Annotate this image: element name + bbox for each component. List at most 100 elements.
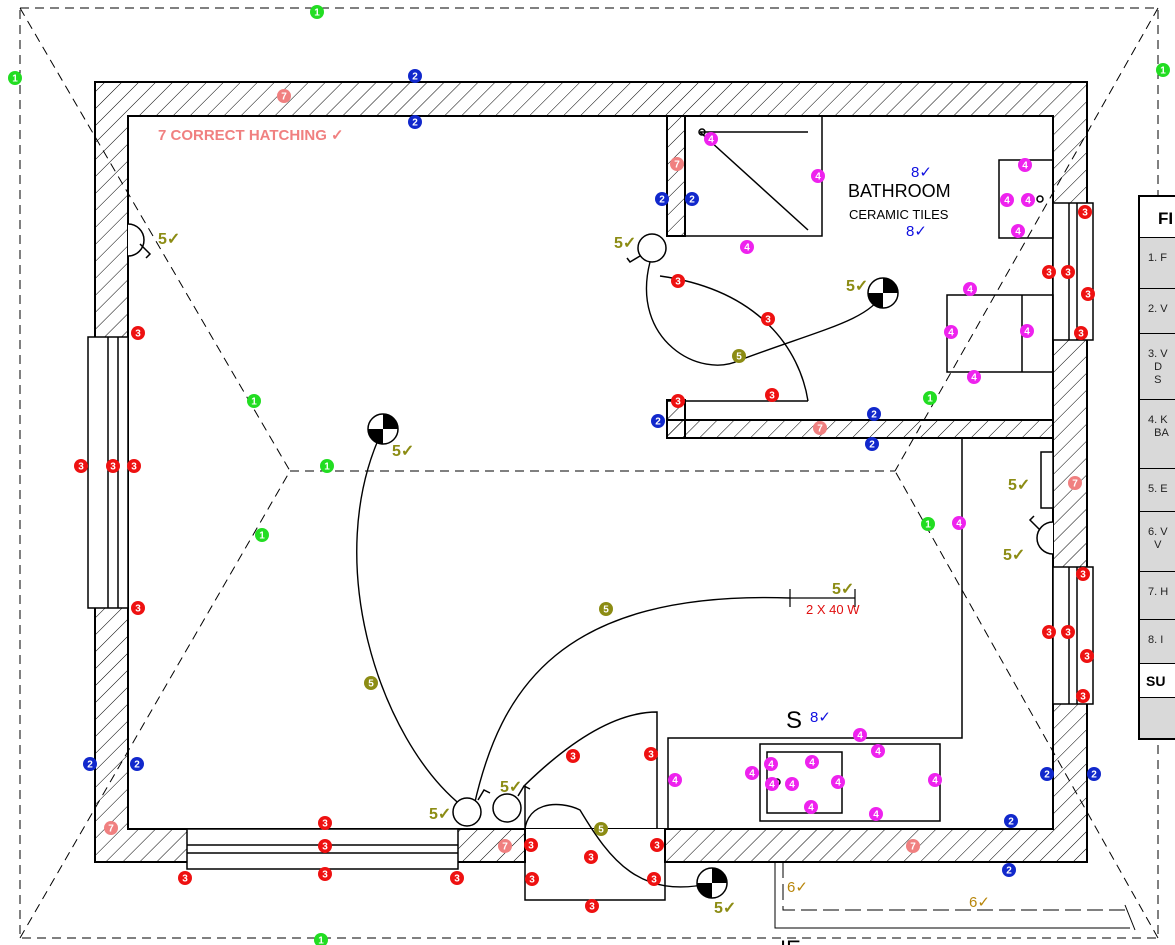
svg-text:3: 3 <box>570 752 576 763</box>
svg-text:4: 4 <box>1015 227 1021 238</box>
score-marker-2: 2 <box>867 407 881 421</box>
svg-text:2: 2 <box>87 760 93 771</box>
score-marker-3: 3 <box>584 850 598 864</box>
score-marker-7: 7 <box>670 157 684 171</box>
svg-text:2: 2 <box>869 440 875 451</box>
score-5-mark: 5✓ <box>1003 547 1025 564</box>
lamp-rating: 2 X 40 W <box>806 602 860 617</box>
svg-text:7: 7 <box>281 92 287 103</box>
rubric-row: 3. V D S <box>1140 333 1175 399</box>
svg-text:7: 7 <box>910 842 916 853</box>
score-5-mark: 5✓ <box>158 231 180 248</box>
bathroom-wall-vertical <box>666 115 686 237</box>
svg-text:4: 4 <box>672 776 678 787</box>
hatching-note: 7 CORRECT HATCHING ✓ <box>158 127 344 144</box>
score-marker-7: 7 <box>906 839 920 853</box>
score-5-mark: 5✓ <box>846 278 868 295</box>
rubric-row: 6. V V <box>1140 511 1175 571</box>
score-marker-4: 4 <box>1020 324 1034 338</box>
score-marker-4: 4 <box>944 325 958 339</box>
score-8-title: 8✓ <box>911 164 932 181</box>
score-8-stove: 8✓ <box>810 709 831 726</box>
room-finish-bathroom: CERAMIC TILES <box>849 207 949 222</box>
svg-text:2: 2 <box>1006 866 1012 877</box>
svg-text:7: 7 <box>1072 479 1078 490</box>
score-marker-2: 2 <box>655 192 669 206</box>
wall-light-east <box>1028 515 1054 555</box>
score-marker-1: 1 <box>921 517 935 531</box>
svg-text:4: 4 <box>749 769 755 780</box>
svg-text:3: 3 <box>1082 208 1088 219</box>
svg-text:3: 3 <box>1065 628 1071 639</box>
svg-text:3: 3 <box>454 874 460 885</box>
svg-text:4: 4 <box>744 243 750 254</box>
score-marker-4: 4 <box>805 755 819 769</box>
score-marker-3: 3 <box>765 388 779 402</box>
score-marker-3: 3 <box>1076 567 1090 581</box>
rubric-row: 2. V <box>1140 288 1175 333</box>
svg-text:1: 1 <box>314 8 320 19</box>
score-marker-4: 4 <box>668 773 682 787</box>
score-marker-4: 4 <box>785 777 799 791</box>
score-marker-4: 4 <box>853 728 867 742</box>
svg-text:3: 3 <box>1080 570 1086 581</box>
score-marker-1: 1 <box>247 394 261 408</box>
rubric-row: 1. F <box>1140 237 1175 288</box>
svg-text:3: 3 <box>78 462 84 473</box>
svg-text:1: 1 <box>925 520 931 531</box>
score-marker-4: 4 <box>745 766 759 780</box>
svg-text:2: 2 <box>134 760 140 771</box>
score-marker-3: 3 <box>74 459 88 473</box>
score-marker-3: 3 <box>1078 205 1092 219</box>
score-5-mark: 5✓ <box>714 900 736 917</box>
east-wall-opening <box>1040 451 1054 509</box>
svg-text:3: 3 <box>1046 268 1052 279</box>
svg-text:1: 1 <box>927 394 933 405</box>
svg-text:4: 4 <box>815 172 821 183</box>
score-marker-1: 1 <box>314 933 328 945</box>
score-marker-3: 3 <box>450 871 464 885</box>
window-west <box>87 336 129 609</box>
bottom-partial-label: IE <box>780 936 801 945</box>
svg-text:2: 2 <box>412 118 418 129</box>
svg-text:3: 3 <box>654 841 660 852</box>
svg-text:1: 1 <box>251 397 257 408</box>
score-marker-7: 7 <box>498 839 512 853</box>
svg-text:3: 3 <box>529 875 535 886</box>
score-marker-3: 3 <box>647 872 661 886</box>
score-marker-3: 3 <box>1042 265 1056 279</box>
fluorescent-lamp <box>789 589 856 607</box>
score-marker-4: 4 <box>811 169 825 183</box>
score-marker-4: 4 <box>740 240 754 254</box>
score-marker-4: 4 <box>871 744 885 758</box>
score-marker-3: 3 <box>178 871 192 885</box>
wall-light-west <box>127 223 152 259</box>
score-marker-5: 5 <box>599 602 613 616</box>
svg-text:3: 3 <box>769 391 775 402</box>
svg-text:3: 3 <box>1084 652 1090 663</box>
svg-text:4: 4 <box>948 328 954 339</box>
svg-text:3: 3 <box>135 604 141 615</box>
svg-text:5: 5 <box>736 352 742 363</box>
score-marker-3: 3 <box>1080 649 1094 663</box>
score-marker-1: 1 <box>923 391 937 405</box>
svg-text:4: 4 <box>967 285 973 296</box>
svg-text:4: 4 <box>1004 196 1010 207</box>
svg-text:5: 5 <box>603 605 609 616</box>
score-marker-7: 7 <box>104 821 118 835</box>
score-6-mark: 6✓ <box>787 879 808 896</box>
svg-text:4: 4 <box>835 778 841 789</box>
score-marker-4: 4 <box>704 132 718 146</box>
score-marker-4: 4 <box>952 516 966 530</box>
svg-text:4: 4 <box>789 780 795 791</box>
svg-text:3: 3 <box>1080 692 1086 703</box>
score-8-finish: 8✓ <box>906 223 927 240</box>
svg-text:2: 2 <box>871 410 877 421</box>
score-marker-3: 3 <box>1076 689 1090 703</box>
light-point-porch <box>696 867 728 899</box>
shower-tray <box>684 115 823 237</box>
score-marker-5: 5 <box>594 822 608 836</box>
svg-text:4: 4 <box>1022 161 1028 172</box>
